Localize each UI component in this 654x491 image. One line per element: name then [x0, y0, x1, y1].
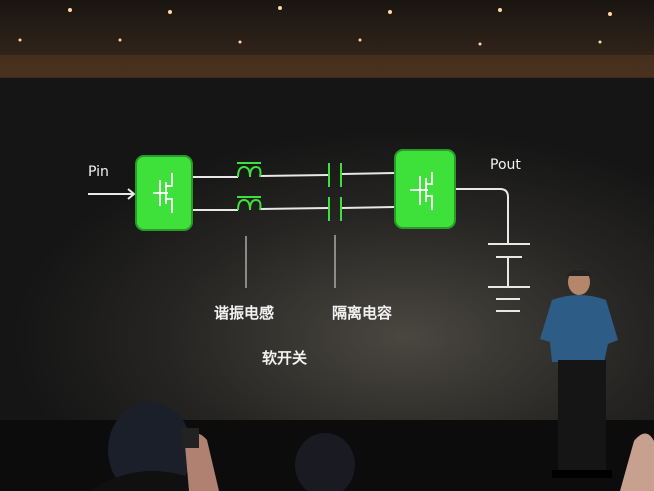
- circuit-diagram: [88, 172, 530, 312]
- mosfet-block-output: [394, 149, 456, 229]
- projection-screen: [0, 78, 654, 423]
- input-label: Pin: [88, 164, 109, 180]
- inductor-icons: [237, 162, 262, 211]
- output-label: Pout: [490, 157, 521, 173]
- capacitor-icons: [328, 163, 342, 221]
- mosfet-block-input: [135, 155, 193, 231]
- ceiling-lights: [18, 6, 612, 46]
- slide-caption: 软开关: [262, 349, 308, 367]
- speaker: [540, 269, 618, 478]
- audience: [90, 402, 654, 491]
- inductor-label: 谐振电感: [214, 304, 275, 322]
- capacitor-label: 隔离电容: [332, 304, 393, 322]
